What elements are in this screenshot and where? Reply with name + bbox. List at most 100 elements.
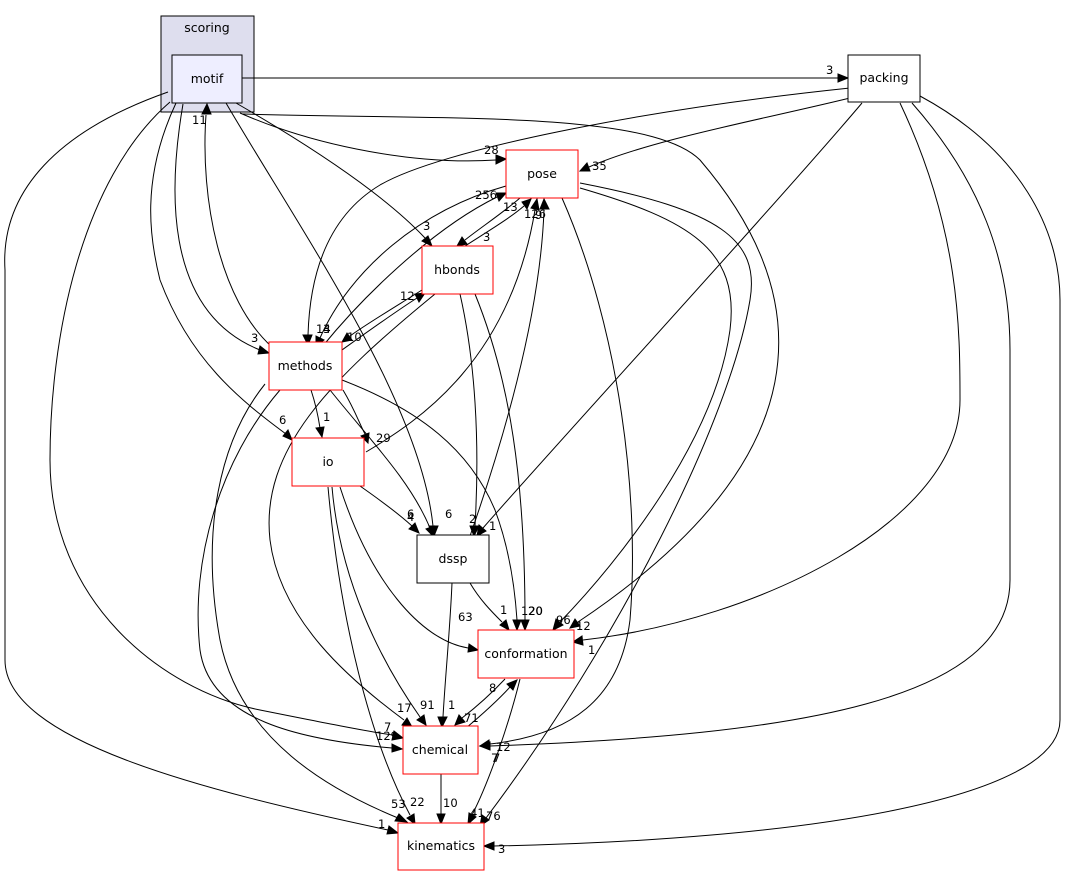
edge-dssp-pose: 9 [469,197,550,537]
edge-motif-chemical-76: 76 [486,809,501,823]
node-chemical-label: chemical [412,742,468,757]
edges: 3 28 3 3 6 6 [4,63,1061,856]
node-chemical[interactable]: chemical [402,725,479,775]
edge-motif-chemical: 7 [49,101,405,741]
edge-label-hbonds-conformation: 20 [528,604,543,618]
node-hbonds[interactable]: hbonds [421,245,494,295]
edge-motif-kinematics: 1 [4,91,400,835]
edge-label-pose-methods: 3 [323,322,330,336]
node-io[interactable]: io [291,437,365,487]
edge-conformation-kinematics: 7 [467,678,521,826]
nodes: motif packing pose hbonds methods io dss… [171,54,921,871]
edge-label-methods-motif: 11 [192,113,207,127]
edge-io-pose: 126 [365,197,546,453]
edge-label-packing-kinematics: 3 [498,842,505,856]
edge-label-methods-hbonds: 12 [400,289,415,303]
edge-label-76: 76 [486,809,501,823]
edge-methods-io-29: 29 [342,389,391,445]
edge-label-pose-hbonds: 3 [483,230,490,244]
node-methods-label: methods [278,358,333,373]
edge-methods-io: 1 [310,389,330,439]
edge-label-conformation-chemical: 71 [464,711,479,725]
edge-label-pose-conformation: 96 [556,613,571,627]
edge-label-io-pose: 126 [524,207,546,221]
cluster-scoring-label: scoring [184,20,230,35]
edge-packing-kinematics: 3 [482,95,1061,856]
node-methods[interactable]: methods [268,341,343,391]
edge-label-motif-methods: 3 [251,331,258,345]
edge-label-packing-dssp: 2 [469,512,476,526]
edge-label-io-dssp: 4 [407,510,414,524]
node-io-label: io [322,454,333,469]
edge-pose-chemical: 7 [478,197,633,765]
edge-label-methods-dssp: 6 [407,507,414,521]
edge-label-motif-conformation: 12 [576,619,591,633]
node-conformation-label: conformation [484,646,567,661]
edge-label-methods-chemical: 129 [376,729,398,743]
node-packing-label: packing [859,70,908,85]
edge-chemical-conformation: 8 [465,679,518,729]
edge-label-conformation-kinematics: 7 [491,751,498,765]
edge-label-packing-conformation: 1 [588,643,595,657]
edge-label-motif-hbonds: 3 [423,219,430,233]
edge-label-120: 120 [521,604,543,618]
edge-label-motif-chemical: 7 [384,720,391,734]
edge-pose-hbonds: 3 [456,197,521,247]
edge-methods-conformation: 1 [341,379,522,632]
edge-label-packing-pose: 35 [592,159,607,173]
edge-label-methods-pose: 256 [475,188,497,202]
edge-motif-pose: 28 [239,112,508,165]
node-packing[interactable]: packing [847,54,921,103]
edge-label-dssp-chemical: 1 [448,698,455,712]
edge-methods-hbonds: 12 [341,289,427,351]
edge-packing-conformation: 1 [571,102,961,657]
node-dssp[interactable]: dssp [416,534,490,584]
edge-packing-dssp: 2 [469,102,863,537]
node-kinematics-label: kinematics [407,838,475,853]
edge-methods-kinematics: 53 [211,383,409,823]
edge-motif-io: 6 [150,102,293,441]
edge-label-chemical-conformation: 8 [489,681,496,695]
edge-dssp-chemical: 1 [437,582,455,729]
edge-io-kinematics: 22 [327,486,425,826]
edge-label-dssp-conformation: 1 [500,603,507,617]
edge-io-conformation: 63 [339,486,480,653]
edge-dssp-conformation: 1 [469,582,510,632]
edge-conformation-chemical: 71 [454,678,506,726]
edge-methods-dssp: 6 [329,389,435,538]
edge-motif-hbonds: 3 [235,102,433,248]
edge-label-29: 29 [376,431,391,445]
edge-methods-pose: 256 [321,188,508,348]
edge-pose-kinematics: 41 [470,182,752,828]
edge-label-motif-kinematics: 1 [378,817,385,831]
edge-io-dssp: 4 [359,485,420,534]
edge-label-pose-chemical: 7 [493,751,500,765]
edge-motif-packing: 3 [241,63,850,83]
edge-label-motif-io: 6 [279,413,286,427]
node-motif[interactable]: motif [171,54,243,104]
edge-motif-conformation-120: 120 [521,604,543,618]
edge-methods-chemical: 1 29 [197,389,404,753]
edge-label-chemical-kinematics: 10 [443,796,458,810]
edge-label-motif-dssp: 6 [445,507,452,521]
edge-label-methods-io: 1 [323,410,330,424]
edge-label-motif-pose: 28 [484,143,499,157]
edge-label-hbonds-chemical: 17 [397,701,412,715]
edge-label-motif-packing: 3 [826,63,833,77]
edge-methods-motif: 11 [192,102,273,348]
edge-hbonds-methods: 10 [341,289,423,344]
edge-label-packing-methods: 14 [316,322,331,336]
node-dssp-label: dssp [439,551,468,566]
node-pose[interactable]: pose [505,149,579,199]
node-motif-label: motif [191,71,224,86]
node-kinematics[interactable]: kinematics [397,822,485,871]
edge-label-io-chemical: 91 [420,698,435,712]
node-conformation[interactable]: conformation [477,629,575,679]
edge-label-hbonds-methods: 10 [347,330,362,344]
edge-hbonds-conformation: 20 [474,293,543,632]
edge-packing-methods: 14 [302,87,851,347]
edge-chemical-kinematics: 10 [436,774,458,826]
edge-label-hbonds-pose: 13 [503,200,518,214]
edge-label-methods-kinematics: 53 [391,797,406,811]
